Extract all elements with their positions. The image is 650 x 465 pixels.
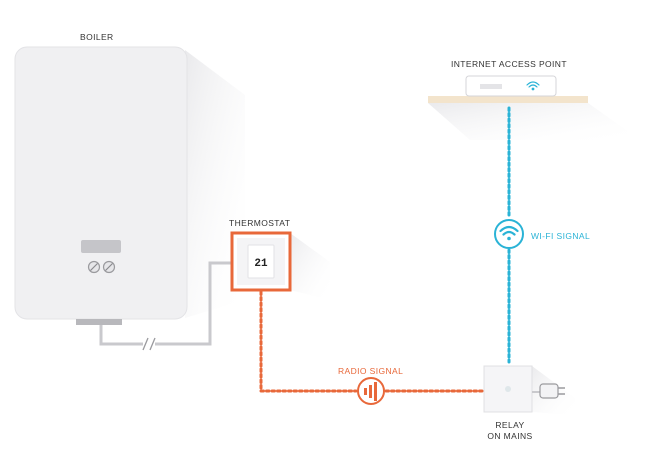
boiler-display <box>81 240 121 253</box>
boiler-terminal-block <box>76 319 122 325</box>
radio-signal-icon <box>357 377 385 405</box>
boiler <box>14 46 188 325</box>
thermostat-screen <box>247 244 275 279</box>
wifi-icon <box>494 219 524 249</box>
wire-break-mark-1 <box>142 337 149 351</box>
thermostat-label: THERMOSTAT <box>229 218 291 228</box>
radio-signal-line <box>259 290 486 393</box>
relay-label: RELAY ON MAINS <box>482 420 538 442</box>
relay-label-line2: ON MAINS <box>487 431 533 441</box>
access-point-port <box>480 84 502 89</box>
boiler-knob-right <box>102 260 116 274</box>
thermostat-shadow <box>290 233 330 300</box>
boiler-body <box>14 46 188 320</box>
radio-signal-label: RADIO SIGNAL <box>338 366 404 376</box>
wire-break-mark-2 <box>149 337 156 351</box>
wifi-signal-label: WI-FI SIGNAL <box>531 231 591 241</box>
shelf-shadow <box>428 103 640 140</box>
relay-led <box>505 386 511 392</box>
access-point-group <box>428 75 640 140</box>
shelf <box>428 96 588 103</box>
power-plug-icon <box>532 383 565 399</box>
thermostat-temperature-display: 21 <box>254 258 268 270</box>
thermostat: 21 <box>230 231 292 292</box>
boiler-label: BOILER <box>80 32 114 42</box>
access-point-device <box>465 75 557 97</box>
relay-label-line1: RELAY <box>495 420 525 430</box>
boiler-thermostat-wire <box>99 261 232 351</box>
relay <box>483 365 533 413</box>
boiler-shadow <box>185 50 245 318</box>
boiler-knob-left <box>87 260 101 274</box>
access-point-wifi-icon <box>526 81 540 91</box>
internet-access-point-label: INTERNET ACCESS POINT <box>451 59 567 69</box>
